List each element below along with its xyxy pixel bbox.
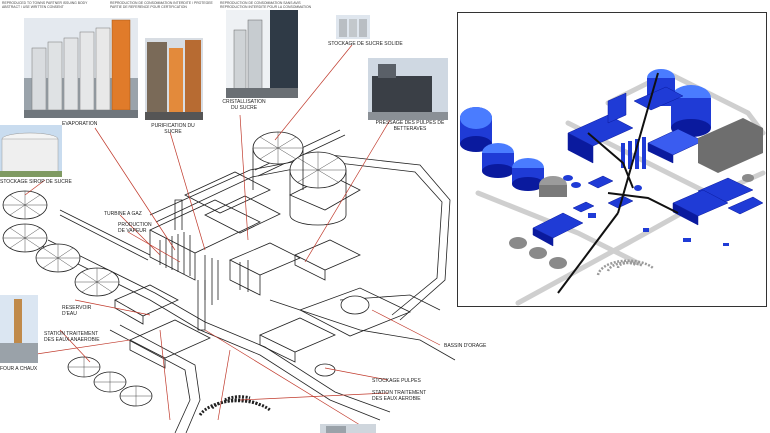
label-purification: PURIFICATION DU SUCRE [151, 123, 195, 135]
leader-lines [24, 44, 441, 426]
leader-line [204, 329, 361, 426]
label-production-vapeur: PRODUCTION DE VAPEUR [118, 222, 152, 234]
label-stockage-solide: STOCKAGE DE SUCRE SOLIDE [328, 41, 403, 47]
leader-line [324, 367, 389, 381]
building [114, 284, 179, 317]
building [299, 287, 411, 337]
building [259, 335, 296, 363]
blue-tanks [460, 69, 711, 191]
label-cristallisation: CRISTALLISATION DU SUCRE [222, 99, 266, 111]
leader-line [24, 179, 46, 196]
isometric-plan-drawing [2, 44, 456, 433]
building [204, 195, 281, 234]
leader-line [371, 309, 441, 346]
stack [197, 280, 206, 331]
photo-stockage-sirop [0, 125, 62, 177]
blue-buildings [532, 86, 764, 247]
header-note: PARTIE DE REFERENCE POUR CERTIFICATION [110, 5, 187, 9]
building [184, 171, 271, 214]
road [119, 324, 201, 433]
stack [239, 260, 249, 292]
road [39, 244, 381, 421]
photo-pressage [368, 58, 448, 120]
rail [59, 209, 151, 261]
label-station-anaerobie: STATION TRAITEMENT DES EAUX ANAEROBIE [44, 331, 100, 343]
road [155, 161, 443, 316]
photo-cristallisation [226, 10, 298, 98]
leader-line [274, 44, 353, 141]
road [269, 299, 456, 361]
leader-line [217, 349, 231, 421]
building [294, 255, 326, 281]
header-note: REPRODUCTION INTERDITE POUR LA CONSOMMAT… [220, 5, 312, 9]
leader-line [119, 214, 161, 256]
road [475, 190, 641, 266]
3d-model-render [460, 69, 766, 306]
tank-radials [3, 132, 346, 406]
header-note: ABSTRACT / USE WRITTEN CONSENT [2, 5, 64, 9]
photo-evaporation [24, 18, 138, 118]
leader-line [59, 329, 91, 363]
label-turbine: TURBINE A GAZ [104, 211, 142, 217]
label-four-chaux: FOUR A CHAUX [0, 366, 38, 372]
header-note: REPRODUCTION DE CONSOMMATION SANS AVIS [220, 1, 301, 5]
model-spiral [596, 259, 654, 276]
leader-line [239, 114, 249, 241]
label-reservoir: RESERVOIR D'EAU [62, 305, 92, 317]
header-notes: REPRODUCED TO TOWNS PARTNER ISSUING BODY… [0, 0, 330, 14]
leader-line [304, 114, 394, 263]
grey-roof [698, 118, 763, 173]
label-bassin: BASSIN D'ORAGE [444, 343, 487, 349]
photo-bottom [320, 422, 376, 433]
building [229, 242, 301, 276]
building [294, 239, 361, 271]
silo-wall [252, 148, 304, 190]
building [129, 319, 211, 359]
3d-model-panel [457, 12, 767, 307]
label-stockage-sirop: STOCKAGE SIROP DE SUCRE [0, 179, 72, 185]
leader-line [74, 299, 151, 316]
road [109, 329, 191, 433]
building [114, 300, 144, 325]
building [149, 230, 196, 281]
label-pressage: PRESSAGE DES PULPES DE BETTERAVES [375, 120, 445, 132]
stack [159, 232, 191, 276]
header-note: REPRODUCED TO TOWNS PARTNER ISSUING BODY [2, 1, 88, 5]
label-evaporation: EVAPORATION [62, 121, 98, 127]
building [174, 199, 183, 230]
leader-line [127, 231, 181, 263]
leader-line [94, 127, 176, 251]
building [229, 260, 261, 296]
photo-stockage-solide [336, 15, 370, 39]
road [149, 154, 451, 321]
photo-four-chaux [0, 295, 38, 363]
spiral-storage [198, 395, 271, 416]
header-note: REPRODUCTION DE CONSOMMATION INTERDITE /… [110, 1, 213, 5]
leader-line [29, 339, 131, 356]
blue-details [563, 137, 729, 246]
stack [204, 255, 219, 305]
building [259, 317, 336, 353]
photo-purification [145, 38, 203, 120]
building [129, 340, 166, 369]
leader-line [159, 329, 171, 421]
silo-base [289, 214, 347, 226]
label-stockage-pulpes: STOCKAGE PULPES [372, 378, 421, 384]
silo-wall [289, 170, 347, 215]
pipelines [557, 72, 679, 294]
small-tank [314, 363, 336, 377]
leader-line [169, 131, 206, 251]
label-station-aerobie: STATION TRAITEMENT DES EAUX AEROBIE [372, 390, 427, 402]
basin-tank [340, 295, 370, 315]
